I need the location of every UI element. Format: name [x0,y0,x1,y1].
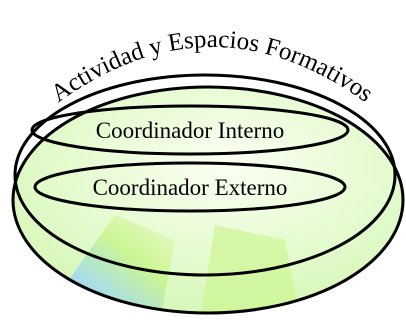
inner-label-bottom: Coordinador Externo [93,175,288,200]
middle-ellipse [13,73,397,277]
inner-oval-bottom [33,161,347,213]
outer-ellipse [11,85,405,315]
inner-label-top: Coordinador Interno [96,118,284,143]
inner-oval-top [30,104,350,156]
